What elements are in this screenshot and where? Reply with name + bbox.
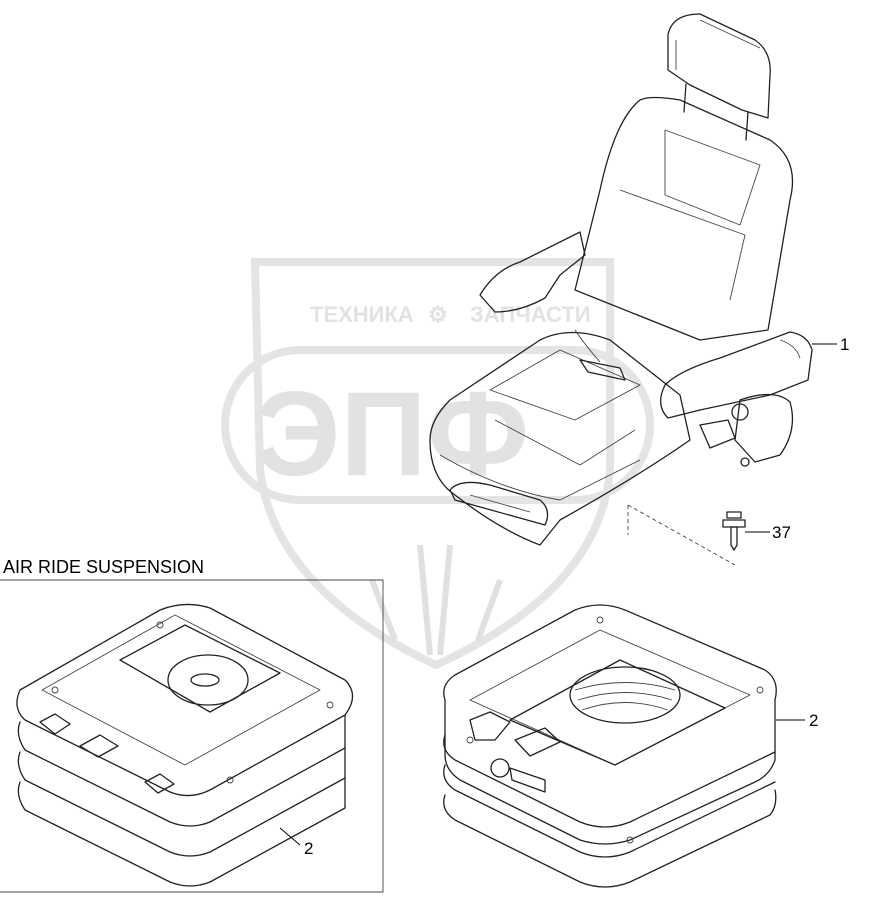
section-title: AIR RIDE SUSPENSION (3, 557, 204, 577)
suspension-spring (569, 666, 681, 724)
suspension-unit-left (16, 603, 354, 887)
callout-suspension-left: 2 (304, 839, 313, 858)
recline-mechanism (734, 393, 794, 463)
suspension-top-plate (119, 624, 281, 713)
callout-bolt: 37 (772, 523, 791, 542)
watermark-text-right: ЗАПЧАСТИ (470, 302, 591, 327)
backrest (574, 96, 794, 341)
watermark: ТЕХНИКА ⚙ ЗАПЧАСТИ ЭПФ (221, 258, 654, 670)
seat-front-handle (449, 481, 549, 526)
callout-seat-assembly: 1 (840, 335, 849, 354)
suspension-top-plate-right (509, 659, 726, 766)
seat-belt-buckle (579, 359, 626, 381)
watermark-wheat-icon (369, 544, 503, 656)
section-frame (0, 579, 384, 893)
seat-cushion (429, 331, 691, 546)
suspension-valve (490, 758, 510, 778)
watermark-text-left: ТЕХНИКА (310, 302, 414, 327)
watermark-logo: ЭПФ (255, 367, 529, 501)
armrest-left (479, 231, 586, 313)
armrest-right (660, 331, 813, 419)
suspension-unit-right (443, 604, 777, 888)
headrest (667, 13, 771, 119)
watermark-gear-icon: ⚙ (428, 302, 448, 327)
callout-suspension-right: 2 (809, 711, 818, 730)
bolt (722, 511, 746, 551)
seat-assembly (429, 13, 813, 566)
